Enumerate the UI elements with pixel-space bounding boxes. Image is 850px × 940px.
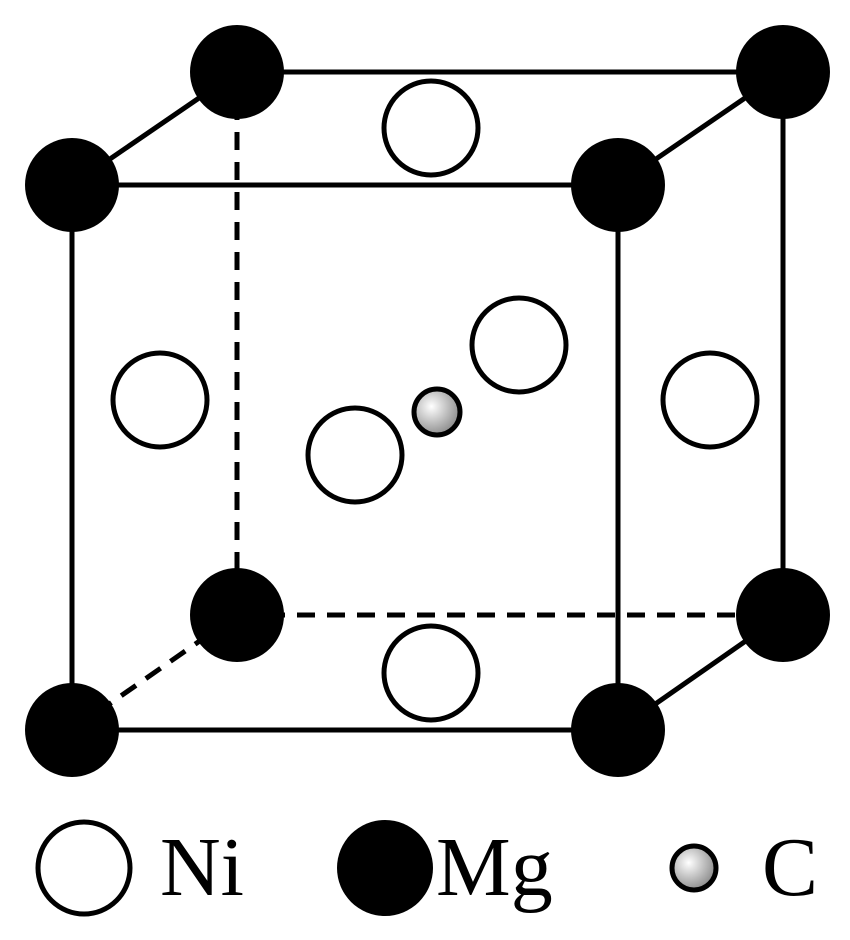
mg-atom-back-top-left bbox=[190, 25, 284, 119]
ni-atoms bbox=[110, 78, 760, 723]
legend-ni-label: Ni bbox=[160, 821, 244, 914]
legend-mg-label: Mg bbox=[436, 821, 553, 914]
ni-atom-left-face bbox=[110, 350, 210, 450]
ni-atom-bottom-face bbox=[381, 623, 481, 723]
mg-atom-front-top-right bbox=[571, 138, 665, 232]
mg-atom-back-bottom-left bbox=[190, 568, 284, 662]
ni-atom-right-face bbox=[660, 350, 760, 450]
mg-atom-front-bottom-right bbox=[571, 683, 665, 777]
ni-atom-top-face bbox=[381, 78, 481, 178]
mg-atoms bbox=[25, 25, 830, 777]
legend-ni-icon bbox=[35, 819, 133, 917]
legend-c-label: C bbox=[762, 821, 818, 914]
mg-atom-back-top-right bbox=[736, 25, 830, 119]
legend-c-icon bbox=[669, 843, 719, 893]
mg-atom-back-bottom-right bbox=[736, 568, 830, 662]
legend-mg-icon bbox=[337, 820, 433, 916]
ni-atom-front-face bbox=[305, 405, 405, 505]
ni-atom-back-face bbox=[469, 295, 569, 395]
c-atom-body-center bbox=[411, 386, 463, 438]
mg-atom-front-bottom-left bbox=[25, 683, 119, 777]
legend: Ni Mg C bbox=[35, 819, 818, 917]
mg-atom-front-top-left bbox=[25, 138, 119, 232]
